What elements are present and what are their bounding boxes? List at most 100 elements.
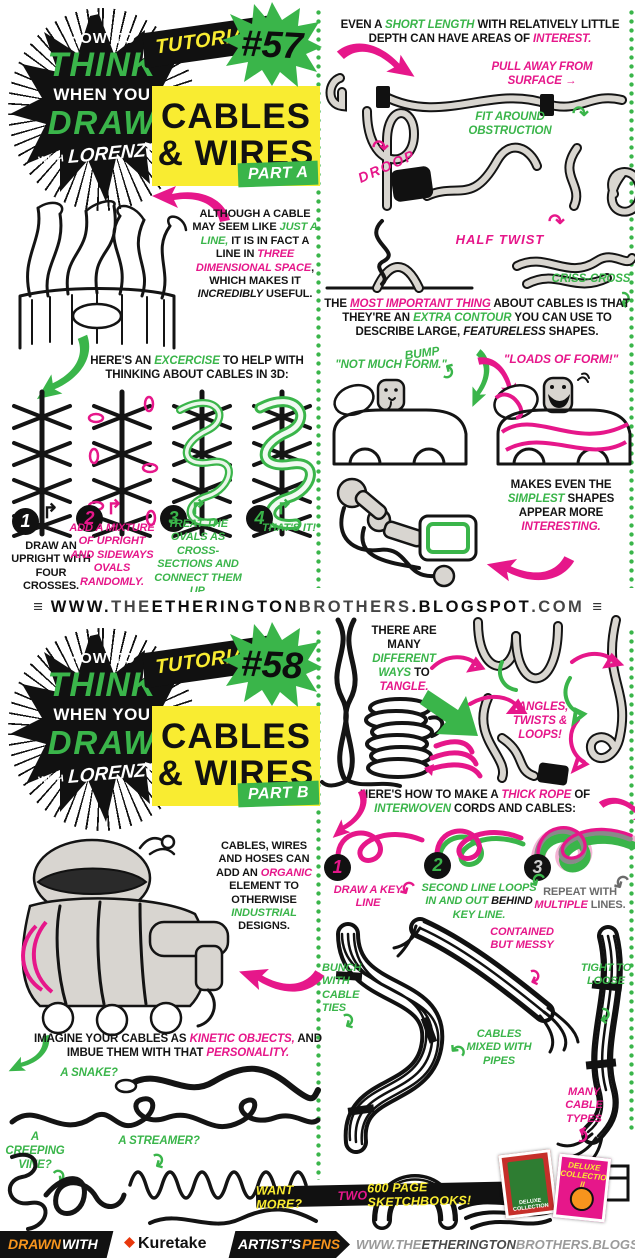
organic-paragraph: CABLES, WIRES AND HOSES CAN ADD AN ORGAN… [216, 840, 312, 933]
cable-length-illustration [325, 73, 635, 293]
part-badge-57: PART A [237, 160, 319, 188]
kuretake-mark-icon [124, 1237, 135, 1248]
step-2-caption: ADD A MIXTURE OF UPRIGHT AND SIDEWAYS OV… [69, 522, 155, 588]
part-badge-58: PART B [237, 780, 320, 808]
rope-step-2-badge: 2 [424, 852, 451, 879]
footer-artists: ARTIST'S [238, 1236, 301, 1252]
exercise-figure-4 [252, 389, 316, 538]
kuretake-logo: Kuretake [124, 1235, 206, 1253]
footer-url: WWW.THEETHERINGTONBROTHERS.BLOGSPOT.CO.U… [356, 1237, 635, 1252]
rope-step-1-squiggle [335, 830, 425, 863]
right-edge-dots-bottom [629, 628, 634, 1133]
step-4-badge: 4 [246, 505, 273, 532]
right-edge-dots-top [629, 8, 634, 588]
step-4-caption: THAT'S IT! [262, 522, 316, 534]
column-divider-top [316, 8, 321, 588]
important-paragraph: THE MOST IMPORTANT THING ABOUT CABLES IS… [324, 298, 630, 339]
tutorial-number: #57 [240, 22, 304, 67]
logo-think: THINK [47, 666, 157, 704]
tutorial-number: #58 [240, 642, 304, 687]
site-banner-url: WWW.THEETHERINGTONBROTHERS.BLOGSPOT.COM [50, 597, 585, 616]
pull-away-label: PULL AWAY FROM SURFACE → [491, 61, 593, 88]
step-3-badge: 3 [160, 505, 187, 532]
step-1-badge: 1 [12, 508, 39, 535]
want-more-strip: WANT MORE? TWO 600 PAGE SKETCHBOOKS! [256, 1180, 525, 1211]
step-3-curl-icon: ↱ [190, 497, 207, 519]
loads-of-form-quote: "LOADS OF FORM!" [503, 352, 619, 366]
rope-step-3-squiggle [530, 826, 635, 873]
pink-arrow-icon [239, 969, 325, 992]
logo-how-to: HOW TO [68, 30, 136, 47]
right-arrow-icon: → [564, 75, 577, 88]
rope-step-2-squiggle [434, 828, 526, 867]
criss-cross-label: CRISS-CROSS [551, 273, 631, 285]
tight-curl-icon: ↷ [590, 1005, 615, 1027]
mixed-pipes-label: CABLES MIXED WITH PIPES [466, 1028, 532, 1067]
logo-draw: DRAW [47, 724, 157, 761]
rope-step-2-caption: SECOND LINE LOOPS IN AND OUT BEHIND KEY … [421, 882, 537, 921]
green-arrow-icon [8, 1034, 50, 1072]
banner-end-glyph: ≡ [33, 597, 43, 616]
column-divider-bottom [316, 628, 321, 1180]
footer-drawn: DRAWN [8, 1236, 61, 1252]
snake-label: A SNAKE? [60, 1067, 118, 1079]
rope-step-3-caption: REPEAT WITH MULTIPLE LINES. [534, 886, 626, 912]
snake-cable-illustration [9, 1065, 321, 1130]
site-banner: ≡ WWW.THEETHERINGTONBROTHERS.BLOGSPOT.CO… [0, 592, 635, 622]
step-3-caption: TREAT THE OVALS AS CROSS-SECTIONS AND CO… [154, 518, 242, 597]
intro-paragraph: ALTHOUGH A CABLE MAY SEEM LIKE JUST A LI… [192, 208, 318, 301]
logo-when-you: WHEN YOU [53, 85, 151, 104]
streamer-label: A STREAMER? [118, 1135, 200, 1147]
fit-around-label: FIT AROUND OBSTRUCTION [468, 111, 552, 138]
robot-arm-illustration [336, 477, 478, 588]
half-twist-label: HALF TWIST [455, 232, 545, 247]
logo-with: WITH [37, 772, 64, 787]
tight-loose-label: TIGHT TO LOOSE [580, 962, 632, 988]
splat-shape [222, 2, 322, 87]
rope-step-3-badge: 3 [524, 854, 551, 881]
pink-arrow-icon [152, 186, 230, 222]
cars-illustration [332, 372, 632, 466]
logo-draw: DRAW [47, 104, 157, 141]
logo-with: WITH [37, 152, 64, 167]
machine-cables-illustration [18, 199, 188, 350]
half-twist-curl-icon: ↷ [548, 211, 565, 233]
pink-arrow-icon [332, 788, 367, 838]
pink-arrow-icon [486, 556, 575, 582]
exercise-heading: HERE'S AN EXCERCISE TO HELP WITH THINKIN… [90, 355, 304, 382]
logo-how-to: HOW TO [68, 650, 136, 667]
title-cables: CABLES [161, 717, 311, 757]
exercise-figure-1 [12, 389, 72, 538]
banner-end-glyph: ≡ [592, 597, 602, 616]
tangles-twists-label: TANGLES, TWISTS & LOOPS! [511, 701, 569, 742]
tutorial-number-splat-58: #58 [222, 622, 322, 708]
footer-with: WITH [62, 1236, 98, 1252]
many-types-label: MANY CABLE TYPES [565, 1086, 603, 1125]
step-2-badge: 2 [76, 505, 103, 532]
fit-curl-icon: ↷ [572, 103, 589, 125]
rope-step-1-badge: 1 [324, 854, 351, 881]
splat-shape [222, 622, 322, 707]
step-2-curl-icon: ↱ [106, 497, 123, 519]
exercise-figure-3 [172, 389, 233, 538]
footer-pens: PENS [302, 1236, 341, 1252]
droop-curl-icon: ↷ [372, 137, 389, 159]
title-cables: CABLES [161, 97, 311, 137]
cable-bundles-illustration [335, 917, 630, 1230]
kinetic-heading: IMAGINE YOUR CABLES AS KINETIC OBJECTS, … [34, 1033, 322, 1060]
mech-robot-illustration [21, 834, 230, 1037]
short-length-heading: EVEN A SHORT LENGTH WITH RELATIVELY LITT… [340, 19, 620, 46]
not-much-form-quote: "NOT MUCH FORM." [335, 359, 447, 371]
sketchbook-2: ​ DELUXE COLLECTION II [552, 1153, 612, 1223]
tutorial-number-splat-57: #57 [222, 2, 322, 88]
exercise-figure-2 [87, 389, 159, 538]
rope-step-1-caption: DRAW A KEY LINE [333, 884, 403, 910]
contained-label: CONTAINED BUT MESSY [490, 926, 554, 952]
sketchbook-1: DELUXE COLLECTION [498, 1149, 558, 1219]
streamer-vine-illustration [7, 1152, 318, 1231]
tangle-intro-text: THERE ARE MANY DIFFERENT WAYS TO TANGLE. [371, 625, 437, 694]
green-arrow-icon [36, 334, 90, 400]
tangle-illustrations [320, 615, 628, 788]
pink-arrow-icon [336, 43, 415, 77]
